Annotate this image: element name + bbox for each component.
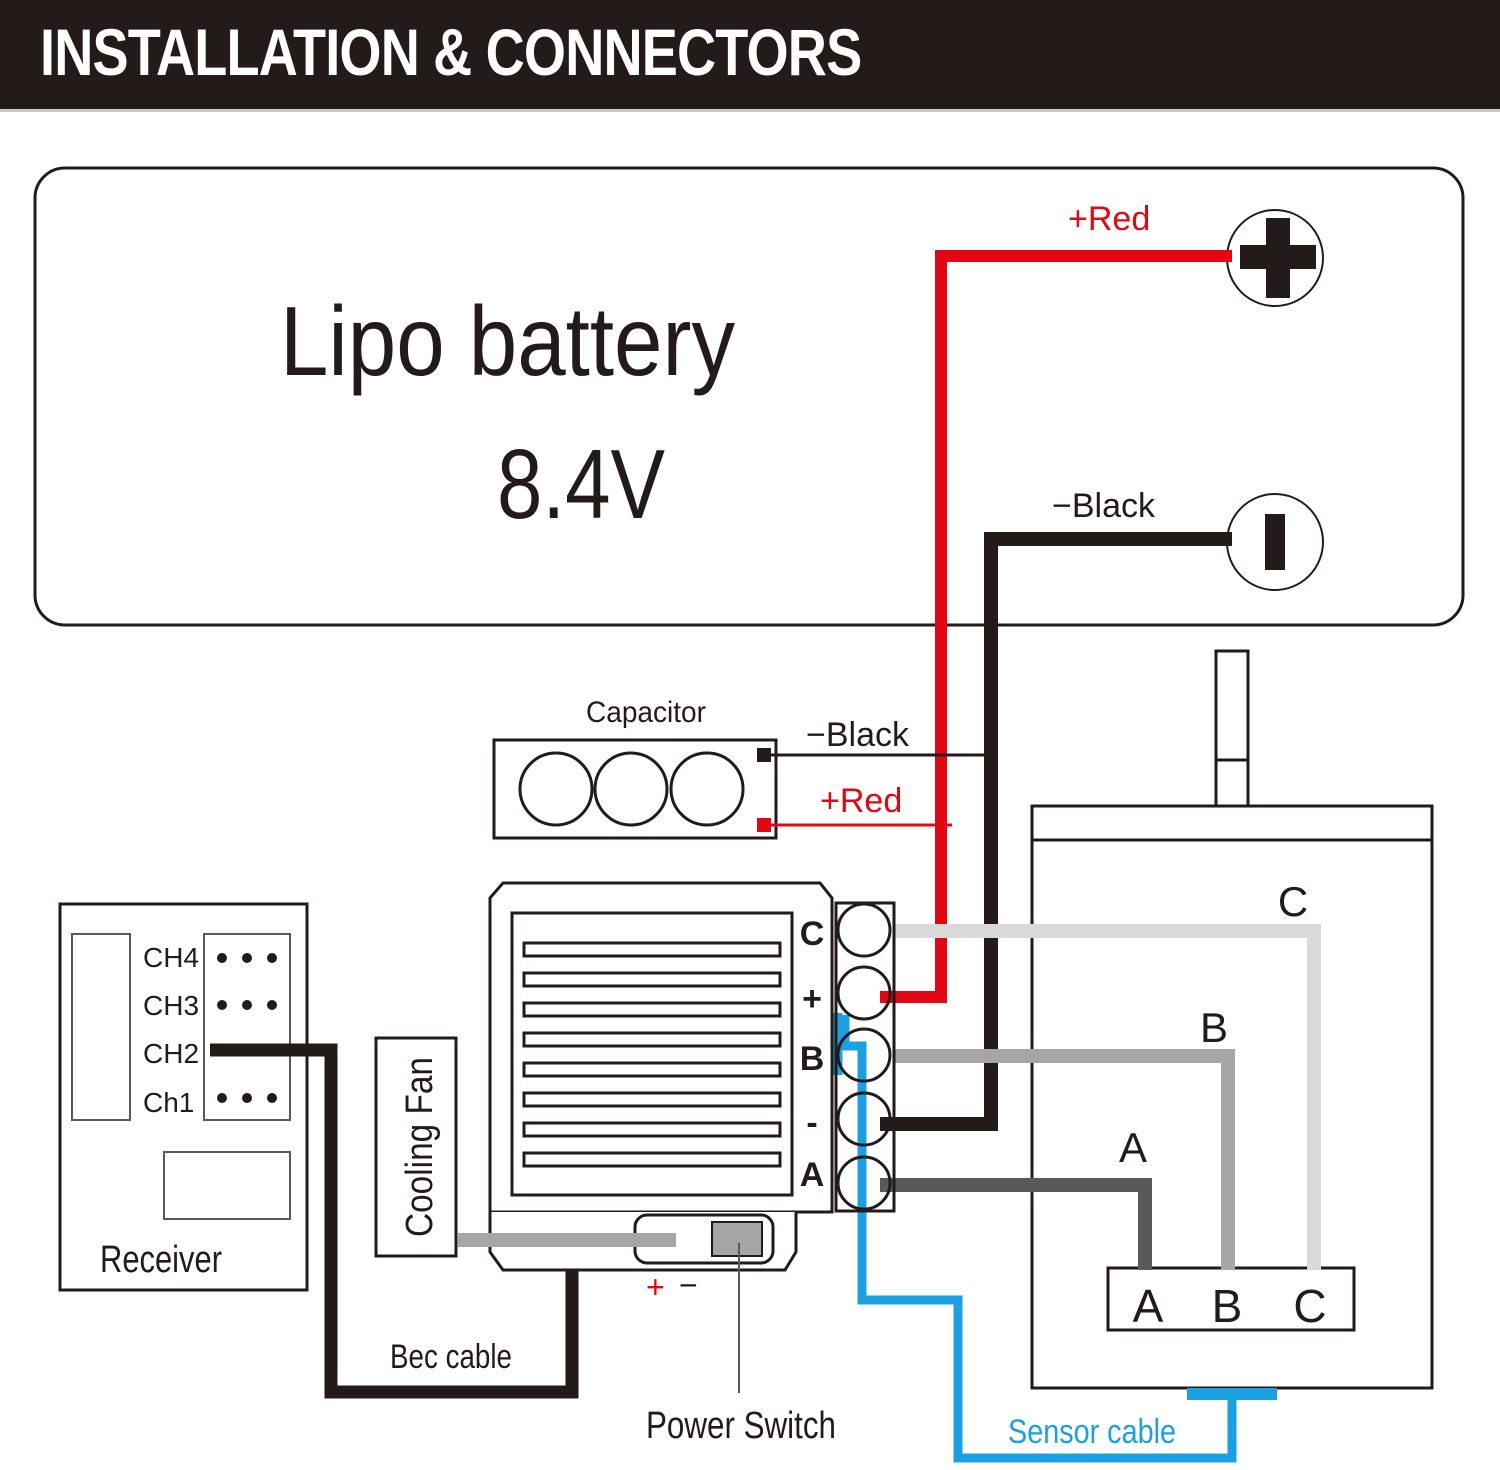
cooling-fan-box (374, 1036, 458, 1258)
red-power-wire (880, 250, 1232, 1003)
capacitor-positive-pad (757, 818, 771, 832)
esc-terminal-minus (836, 1091, 892, 1147)
esc-terminal-label-plus: + (802, 980, 822, 1018)
page-title: INSTALLATION & CONNECTORS (40, 15, 862, 89)
battery-voltage: 8.4V (497, 429, 665, 539)
esc-terminal-a (836, 1155, 892, 1211)
power-switch[interactable] (711, 1221, 763, 1257)
esc-terminal-label-minus: - (806, 1104, 817, 1142)
receiver-channel-2: CH2 (143, 1038, 199, 1069)
receiver-pin (242, 1000, 252, 1010)
phase-b-wire-label: B (1200, 1004, 1228, 1051)
heatsink-fin (522, 1121, 782, 1138)
phase-b-wire (893, 1049, 1235, 1270)
esc-heatsink-fins (522, 941, 782, 1168)
battery-negative-terminal (1226, 493, 1324, 591)
receiver-label-area (71, 933, 131, 1121)
receiver-channel-3: CH3 (143, 990, 199, 1021)
battery-positive-label: +Red (1068, 200, 1150, 238)
motor-terminal-block (1106, 1266, 1356, 1332)
capacitor-negative-label: −Black (806, 716, 910, 754)
header-bar: INSTALLATION & CONNECTORS (0, 0, 1500, 112)
heatsink-fin (522, 1031, 782, 1048)
sensor-cable-label: Sensor cable (1008, 1413, 1176, 1451)
receiver-channel-header (203, 933, 291, 1121)
esc-terminal-b (836, 1027, 892, 1083)
capacitor-cell (518, 751, 594, 827)
capacitor-positive-label: +Red (820, 782, 902, 820)
motor-sensor-port (1187, 1388, 1277, 1400)
black-power-wire (880, 532, 1232, 1131)
battery-name: Lipo battery (280, 286, 735, 396)
battery-positive-terminal (1226, 209, 1324, 307)
receiver-antenna-module (163, 1151, 291, 1220)
heatsink-fin (522, 1061, 782, 1078)
esc-terminal-label-c: C (800, 915, 825, 953)
phase-a-wire (880, 1178, 1152, 1270)
sensor-cable (840, 1015, 1237, 1463)
esc: C + B - A (488, 881, 896, 1272)
receiver-pin (217, 1093, 227, 1103)
esc-terminal-label-b: B (800, 1040, 825, 1078)
capacitor-title: Capacitor (586, 696, 706, 729)
battery-negative-label: −Black (1052, 487, 1156, 525)
receiver-title: Receiver (100, 1239, 222, 1281)
phase-a-wire-label: A (1119, 1124, 1147, 1171)
cooling-fan-label: Cooling Fan (399, 1057, 441, 1237)
heatsink-fin (522, 1151, 782, 1168)
receiver-channel-4: CH4 (143, 942, 199, 973)
motor-shaft (1214, 649, 1250, 808)
heatsink-fin (522, 1091, 782, 1108)
cooling-fan: Cooling Fan (374, 1036, 458, 1258)
motor-terminal-b: B (1212, 1280, 1243, 1332)
receiver-pin (242, 953, 252, 963)
bec-cable-label: Bec cable (390, 1338, 512, 1376)
minus-icon (1265, 514, 1285, 570)
receiver-pin (267, 1000, 277, 1010)
receiver-channel-1: Ch1 (143, 1087, 194, 1118)
motor-terminal-a: A (1133, 1280, 1164, 1332)
heatsink-fin (522, 971, 782, 988)
plus-icon (1240, 218, 1316, 298)
esc-heatsink (510, 911, 794, 1197)
receiver: CH4 CH3 CH2 Ch1 Receiver (58, 902, 309, 1292)
esc-terminal-c (836, 902, 892, 958)
motor-terminal-c: C (1293, 1280, 1326, 1332)
esc-terminal-plus (836, 965, 892, 1021)
receiver-pin (242, 1093, 252, 1103)
capacitor-cell (669, 751, 745, 827)
battery: Lipo battery 8.4V (33, 166, 1465, 627)
power-switch-label: Power Switch (646, 1405, 836, 1447)
phase-c-wire (893, 924, 1321, 1270)
switch-plus-label: + (646, 1269, 665, 1305)
receiver-pin (217, 953, 227, 963)
receiver-pin (267, 1093, 277, 1103)
receiver-pin (217, 1000, 227, 1010)
heatsink-fin (522, 1001, 782, 1018)
motor: A B C (1030, 649, 1434, 1400)
phase-c-wire-label: C (1278, 878, 1308, 925)
capacitor-negative-pad (757, 748, 771, 762)
capacitor: Capacitor −Black +Red (492, 696, 991, 840)
receiver-pin (267, 953, 277, 963)
esc-terminal-label-a: A (800, 1156, 825, 1194)
capacitor-cell (593, 751, 669, 827)
battery-outline (33, 166, 1465, 627)
heatsink-fin (522, 941, 782, 958)
bec-cable (210, 1043, 579, 1399)
switch-minus-label: − (679, 1267, 698, 1303)
